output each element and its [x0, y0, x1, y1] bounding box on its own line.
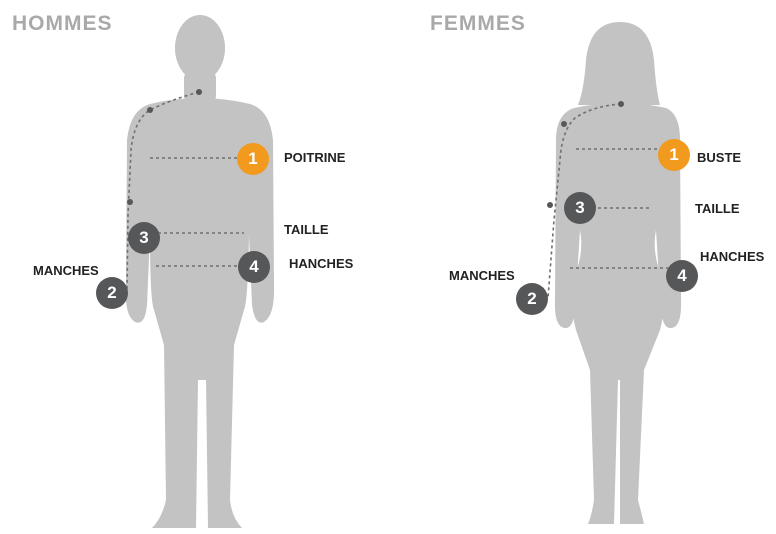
women-bust-label: BUSTE	[697, 150, 741, 165]
men-hips-badge: 4	[238, 251, 270, 283]
women-bust-badge: 1	[658, 139, 690, 171]
men-panel: HOMMES 1 POITRINE 2 MANCHES 3 TAILLE 4 H…	[0, 0, 388, 534]
women-silhouette	[555, 22, 681, 524]
women-panel: FEMMES 1 BUSTE 2 MANCHES 3 TAILLE 4 HANC…	[388, 0, 776, 534]
men-elbow-point	[127, 199, 133, 205]
men-sleeves-badge: 2	[96, 277, 128, 309]
women-hips-label: HANCHES	[700, 249, 764, 264]
women-title: FEMMES	[430, 12, 526, 36]
women-sleeves-badge: 2	[516, 283, 548, 315]
men-hips-label: HANCHES	[289, 256, 353, 271]
women-waist-badge: 3	[564, 192, 596, 224]
women-hips-badge: 4	[666, 260, 698, 292]
men-title: HOMMES	[12, 12, 113, 36]
women-neck-point	[618, 101, 624, 107]
women-sleeves-label: MANCHES	[449, 268, 515, 283]
men-chest-badge: 1	[237, 143, 269, 175]
men-chest-label: POITRINE	[284, 150, 345, 165]
men-sleeves-label: MANCHES	[33, 263, 99, 278]
women-waist-label: TAILLE	[695, 201, 740, 216]
men-neck-point	[196, 89, 202, 95]
women-figure	[388, 0, 776, 534]
women-shoulder-point	[561, 121, 567, 127]
men-waist-badge: 3	[128, 222, 160, 254]
men-shoulder-point	[147, 107, 153, 113]
women-elbow-point	[547, 202, 553, 208]
men-waist-label: TAILLE	[284, 222, 329, 237]
